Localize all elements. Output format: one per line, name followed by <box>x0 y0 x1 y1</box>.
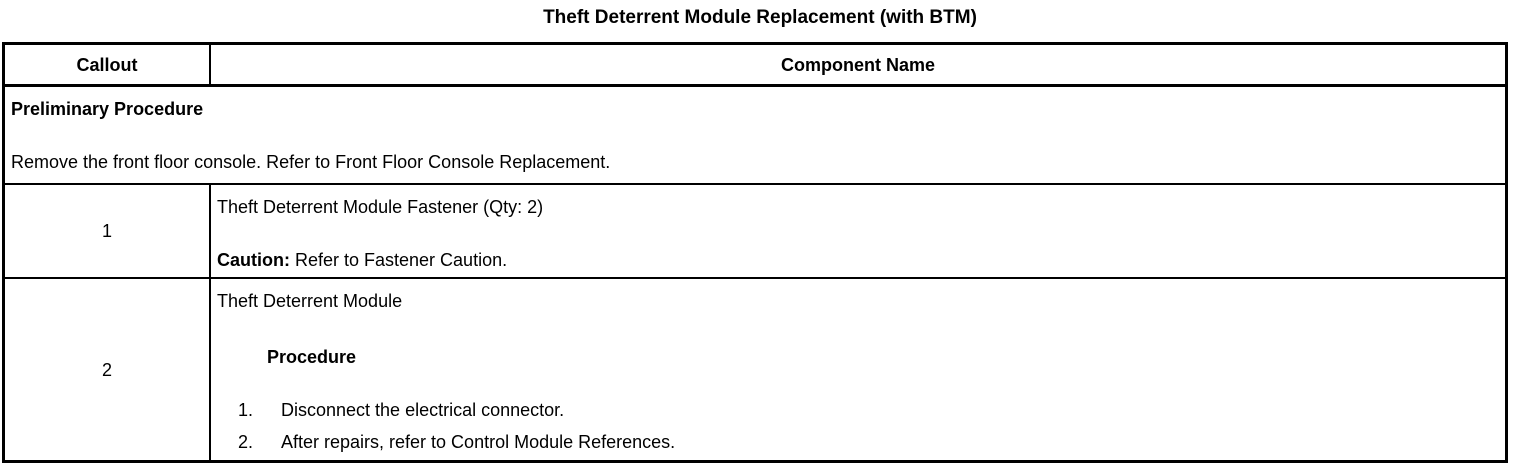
component-cell-2: Theft Deterrent Module Procedure 1. Disc… <box>211 279 1505 460</box>
column-header-callout: Callout <box>5 45 211 84</box>
procedure-heading: Procedure <box>267 347 357 367</box>
table-row-callout-2: 2 Theft Deterrent Module Procedure 1. Di… <box>5 279 1505 460</box>
caution-label: Caution: <box>217 250 290 270</box>
step-number: 1. <box>238 400 254 420</box>
step-number: 2. <box>238 432 254 452</box>
procedure-steps-list: 1. Disconnect the electrical connector. … <box>217 394 1497 458</box>
preliminary-procedure-heading: Preliminary Procedure <box>11 99 204 119</box>
preliminary-procedure-cell: Preliminary Procedure Remove the front f… <box>5 87 1505 183</box>
callout-number-2: 2 <box>5 279 211 460</box>
component-table: Callout Component Name Preliminary Proce… <box>2 42 1508 463</box>
table-header-row: Callout Component Name <box>5 45 1505 87</box>
caution-text: Refer to Fastener Caution. <box>289 250 508 270</box>
preliminary-procedure-text: Remove the front floor console. Refer to… <box>11 152 611 172</box>
table-row-callout-1: 1 Theft Deterrent Module Fastener (Qty: … <box>5 185 1505 279</box>
procedure-step: 1. Disconnect the electrical connector. <box>217 394 1497 426</box>
page-title: Theft Deterrent Module Replacement (with… <box>543 7 977 28</box>
procedure-step: 2. After repairs, refer to Control Modul… <box>217 426 1497 458</box>
component-name-text: Theft Deterrent Module <box>217 291 403 311</box>
step-text: After repairs, refer to Control Module R… <box>281 432 676 452</box>
column-header-component-name: Component Name <box>780 54 935 75</box>
component-name-text: Theft Deterrent Module Fastener (Qty: 2) <box>217 197 544 217</box>
step-text: Disconnect the electrical connector. <box>281 400 565 420</box>
caution-note: Caution: Refer to Fastener Caution. <box>217 247 1497 273</box>
component-cell-1: Theft Deterrent Module Fastener (Qty: 2)… <box>211 185 1505 277</box>
table-row-preliminary: Preliminary Procedure Remove the front f… <box>5 87 1505 185</box>
callout-number-1: 1 <box>5 185 211 277</box>
